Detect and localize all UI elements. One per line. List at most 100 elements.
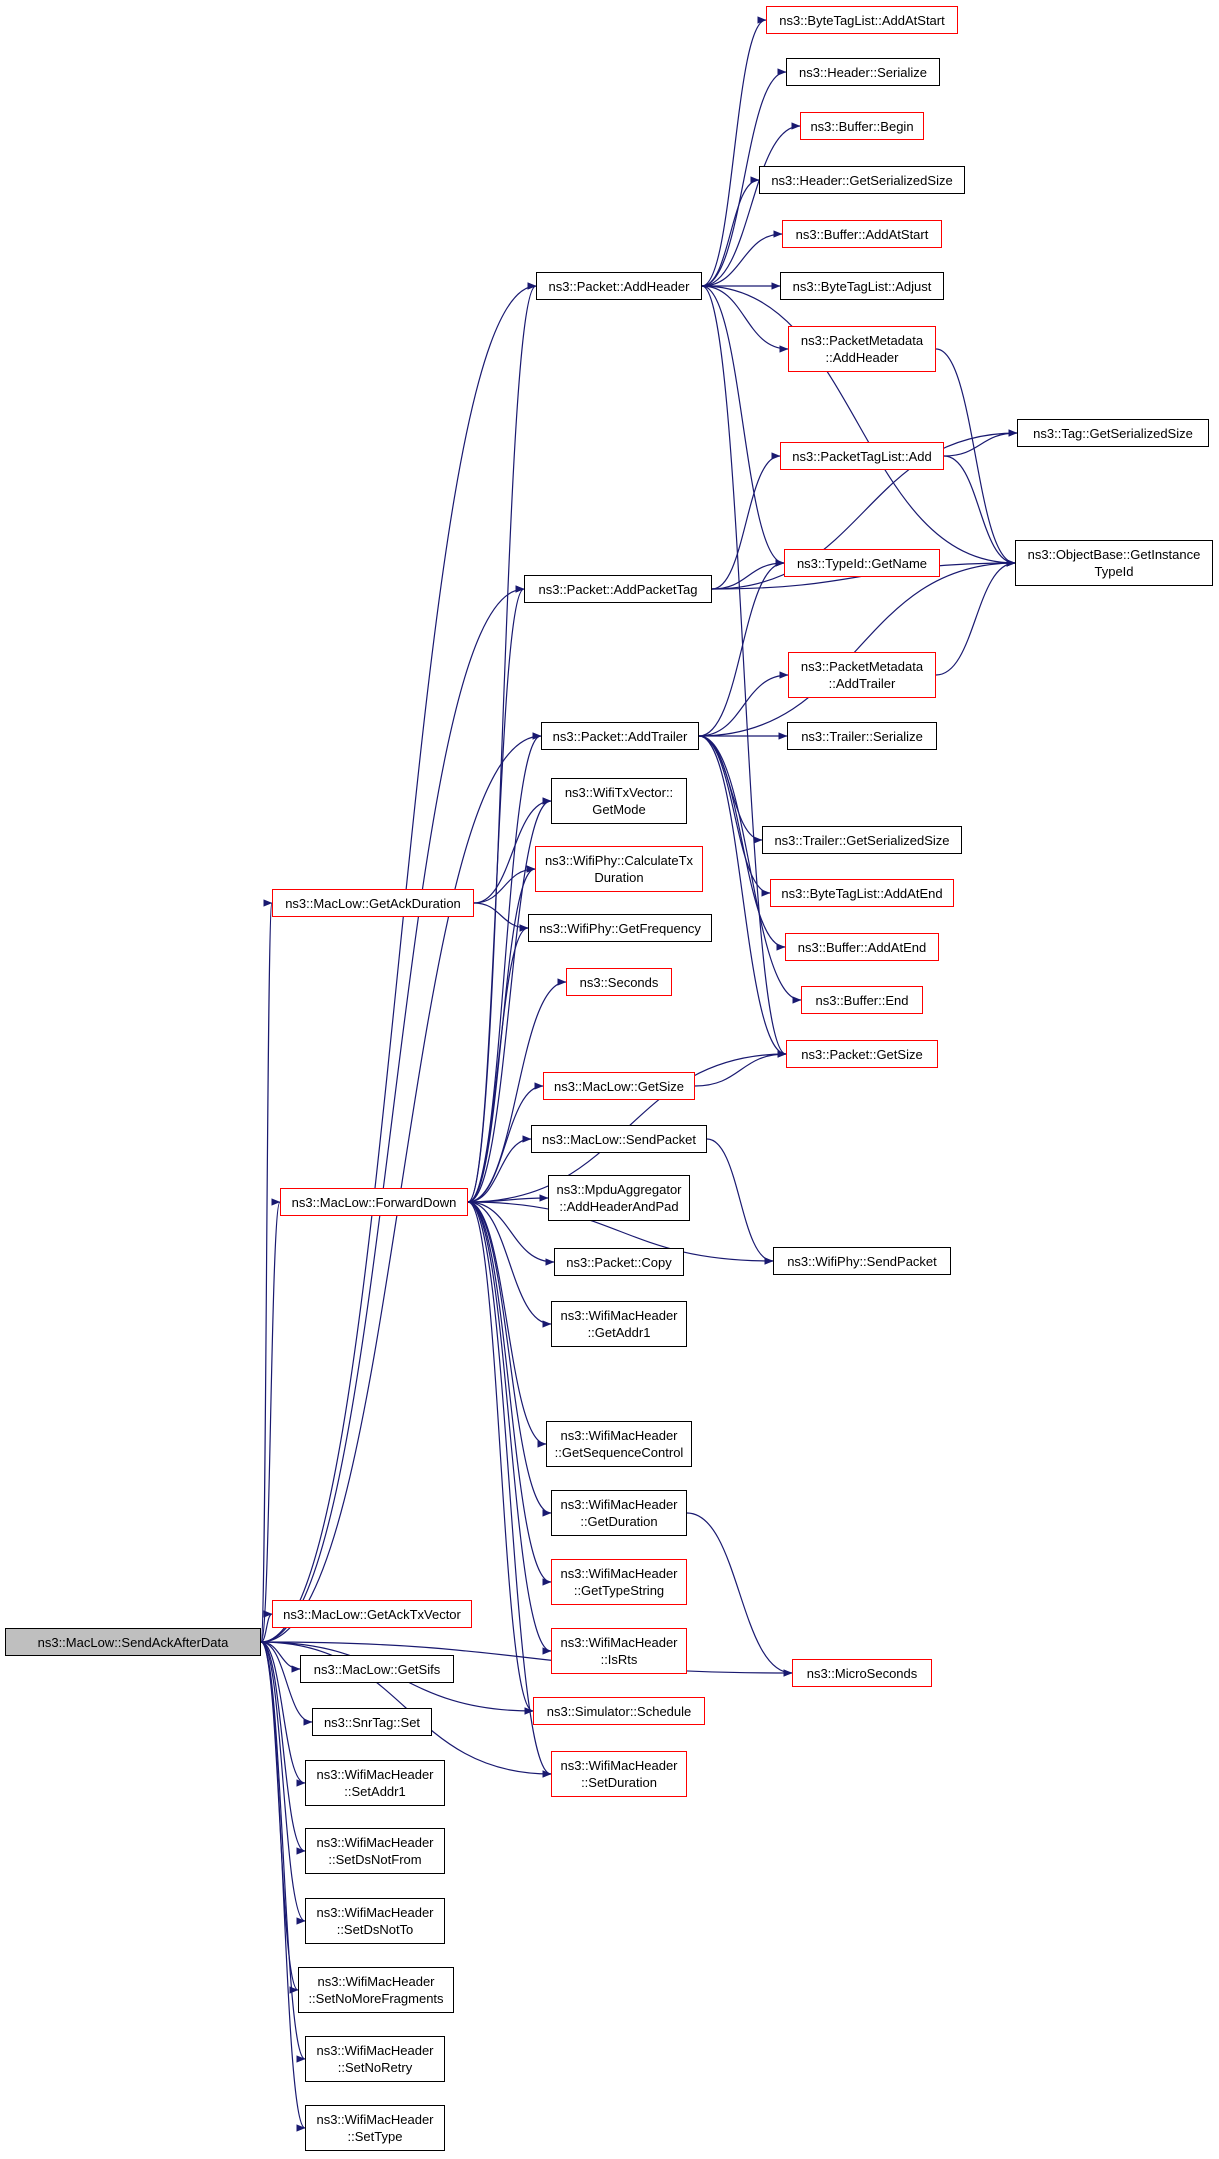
node-label: ns3::Packet::AddTrailer: [552, 728, 688, 744]
node-packet-get-size[interactable]: ns3::Packet::GetSize: [786, 1040, 938, 1068]
node-label: ns3::Packet::AddHeader: [548, 278, 690, 294]
node-label: ns3::PacketTagList::Add: [792, 448, 932, 464]
node-packet-metadata-add-trailer[interactable]: ns3::PacketMetadata::AddTrailer: [788, 652, 936, 698]
node-label: ns3::WifiMacHeader: [317, 1974, 435, 1989]
edge-SendAckAfterData-to-AddPacketTag: [260, 585, 525, 1643]
node-label: ns3::Simulator::Schedule: [546, 1703, 692, 1719]
node-mac-low-get-size[interactable]: ns3::MacLow::GetSize: [543, 1072, 695, 1100]
edge-SendAckAfterData-to-SetNoRetry: [260, 1641, 306, 2063]
node-schedule[interactable]: ns3::Simulator::Schedule: [533, 1697, 705, 1725]
edge-AddPacketTag-to-TypeIdGetName: [711, 559, 785, 590]
node-add-packet-tag[interactable]: ns3::Packet::AddPacketTag: [524, 575, 712, 603]
node-label: ns3::PacketMetadata: [800, 659, 924, 674]
node-label: Duration: [594, 870, 644, 885]
node-set-ds-not-from[interactable]: ns3::WifiMacHeader::SetDsNotFrom: [305, 1828, 445, 1874]
node-header-serialize[interactable]: ns3::Header::Serialize: [786, 58, 940, 86]
node-label: ns3::MacLow::GetSifs: [313, 1661, 441, 1677]
edge-SendAckAfterData-to-GetAckDuration: [260, 900, 273, 1643]
node-get-addr1[interactable]: ns3::WifiMacHeader::GetAddr1: [551, 1301, 687, 1347]
node-add-trailer[interactable]: ns3::Packet::AddTrailer: [541, 722, 699, 750]
node-type-id-get-name[interactable]: ns3::TypeId::GetName: [784, 549, 940, 577]
edge-ForwardDown-to-MacLowGetSize: [467, 1082, 544, 1203]
node-tag-get-serialized-size[interactable]: ns3::Tag::GetSerializedSize: [1017, 419, 1209, 447]
node-set-no-more-fragments[interactable]: ns3::WifiMacHeader::SetNoMoreFragments: [298, 1967, 454, 2013]
node-label: ::SetDuration: [581, 1775, 657, 1790]
node-label: GetMode: [592, 802, 646, 817]
node-label: ::SetDsNotTo: [336, 1922, 414, 1937]
node-forward-down[interactable]: ns3::MacLow::ForwardDown: [280, 1188, 468, 1216]
node-label: ns3::SnrTag::Set: [323, 1714, 421, 1730]
edge-GetAckDuration-to-CalculateTxDuration: [473, 865, 536, 904]
node-header-get-serialized-size[interactable]: ns3::Header::GetSerializedSize: [759, 166, 965, 194]
node-set-addr1[interactable]: ns3::WifiMacHeader::SetAddr1: [305, 1760, 445, 1806]
node-get-duration[interactable]: ns3::WifiMacHeader::GetDuration: [551, 1490, 687, 1536]
node-byte-tag-list-add-at-start[interactable]: ns3::ByteTagList::AddAtStart: [766, 6, 958, 34]
node-set-ds-not-to[interactable]: ns3::WifiMacHeader::SetDsNotTo: [305, 1898, 445, 1944]
node-set-duration[interactable]: ns3::WifiMacHeader::SetDuration: [551, 1751, 687, 1797]
node-packet-tag-list-add[interactable]: ns3::PacketTagList::Add: [780, 442, 944, 470]
node-mac-low-send-packet[interactable]: ns3::MacLow::SendPacket: [531, 1125, 707, 1153]
node-label: ns3::MacLow::SendPacket: [542, 1131, 696, 1147]
edge-PacketMetadataAddTrailer-to-GetInstanceTypeId: [935, 559, 1016, 676]
node-is-rts[interactable]: ns3::WifiMacHeader::IsRts: [551, 1628, 687, 1674]
node-label: ns3::WifiMacHeader: [560, 1758, 678, 1773]
node-get-sequence-control[interactable]: ns3::WifiMacHeader::GetSequenceControl: [546, 1421, 692, 1467]
node-seconds[interactable]: ns3::Seconds: [566, 968, 672, 996]
edge-ForwardDown-to-GetMode: [467, 797, 552, 1203]
node-buffer-add-at-end[interactable]: ns3::Buffer::AddAtEnd: [785, 933, 939, 961]
node-packet-copy[interactable]: ns3::Packet::Copy: [554, 1248, 684, 1276]
node-label: ns3::MacLow::GetAckTxVector: [283, 1606, 461, 1622]
node-get-ack-tx-vector[interactable]: ns3::MacLow::GetAckTxVector: [272, 1600, 472, 1628]
node-byte-tag-list-adjust[interactable]: ns3::ByteTagList::Adjust: [780, 272, 944, 300]
edge-ForwardDown-to-GetAddr1: [467, 1201, 552, 1328]
node-label: ns3::ByteTagList::AddAtEnd: [781, 885, 943, 901]
node-byte-tag-list-add-at-end[interactable]: ns3::ByteTagList::AddAtEnd: [770, 879, 954, 907]
edge-SendAckAfterData-to-SetAddr1: [260, 1641, 306, 1787]
edge-MacLowGetSize-to-PacketGetSize: [694, 1050, 787, 1087]
node-label: ns3::MacLow::GetSize: [553, 1078, 685, 1094]
node-label: ::AddTrailer: [828, 676, 896, 691]
node-label: ns3::WifiMacHeader: [560, 1497, 678, 1512]
node-label: ns3::Seconds: [579, 974, 659, 990]
node-get-mode[interactable]: ns3::WifiTxVector::GetMode: [551, 778, 687, 824]
node-label: ns3::ObjectBase::GetInstance: [1027, 547, 1201, 562]
node-get-type-string[interactable]: ns3::WifiMacHeader::GetTypeString: [551, 1559, 687, 1605]
node-trailer-get-serialized-size[interactable]: ns3::Trailer::GetSerializedSize: [762, 826, 962, 854]
edge-AddHeader-to-HeaderGetSerializedSize: [701, 176, 760, 287]
edge-ForwardDown-to-IsRts: [467, 1201, 552, 1655]
node-label: ::SetNoMoreFragments: [308, 1991, 444, 2006]
edge-AddHeader-to-ByteTagListAddAtStart: [701, 16, 767, 287]
edge-SendAckAfterData-to-SetDsNotFrom: [260, 1641, 306, 1855]
node-set-type[interactable]: ns3::WifiMacHeader::SetType: [305, 2105, 445, 2151]
node-snr-tag-set[interactable]: ns3::SnrTag::Set: [312, 1708, 432, 1736]
edge-AddHeader-to-TypeIdGetName: [701, 285, 785, 567]
node-wifi-phy-send-packet[interactable]: ns3::WifiPhy::SendPacket: [773, 1247, 951, 1275]
node-get-frequency[interactable]: ns3::WifiPhy::GetFrequency: [528, 914, 712, 942]
node-buffer-begin[interactable]: ns3::Buffer::Begin: [800, 112, 924, 140]
edge-ForwardDown-to-PacketCopy: [467, 1201, 555, 1266]
node-label: ns3::Tag::GetSerializedSize: [1033, 425, 1193, 441]
node-add-header-and-pad[interactable]: ns3::MpduAggregator::AddHeaderAndPad: [548, 1175, 690, 1221]
node-buffer-add-at-start[interactable]: ns3::Buffer::AddAtStart: [782, 220, 942, 248]
node-buffer-end[interactable]: ns3::Buffer::End: [801, 986, 923, 1014]
edge-AddTrailer-to-BufferAddAtEnd: [698, 735, 786, 951]
node-label: ::GetSequenceControl: [554, 1445, 684, 1460]
edge-SendAckAfterData-to-GetAckTxVector: [260, 1610, 273, 1643]
node-label: ns3::WifiPhy::CalculateTx: [544, 853, 694, 868]
node-add-header[interactable]: ns3::Packet::AddHeader: [536, 272, 702, 300]
node-label: ns3::Buffer::AddAtStart: [795, 226, 929, 242]
node-set-no-retry[interactable]: ns3::WifiMacHeader::SetNoRetry: [305, 2036, 445, 2082]
node-label: ns3::Buffer::AddAtEnd: [797, 939, 927, 955]
edge-ForwardDown-to-MacLowSendPacket: [467, 1135, 532, 1203]
node-send-ack-after-data: ns3::MacLow::SendAckAfterData: [5, 1628, 261, 1656]
node-get-sifs[interactable]: ns3::MacLow::GetSifs: [300, 1655, 454, 1683]
node-micro-seconds[interactable]: ns3::MicroSeconds: [792, 1659, 932, 1687]
node-get-ack-duration[interactable]: ns3::MacLow::GetAckDuration: [272, 889, 474, 917]
node-packet-metadata-add-header[interactable]: ns3::PacketMetadata::AddHeader: [788, 326, 936, 372]
node-label: ns3::MacLow::SendAckAfterData: [37, 1634, 229, 1650]
node-label: ns3::ByteTagList::Adjust: [792, 278, 932, 294]
node-trailer-serialize[interactable]: ns3::Trailer::Serialize: [787, 722, 937, 750]
